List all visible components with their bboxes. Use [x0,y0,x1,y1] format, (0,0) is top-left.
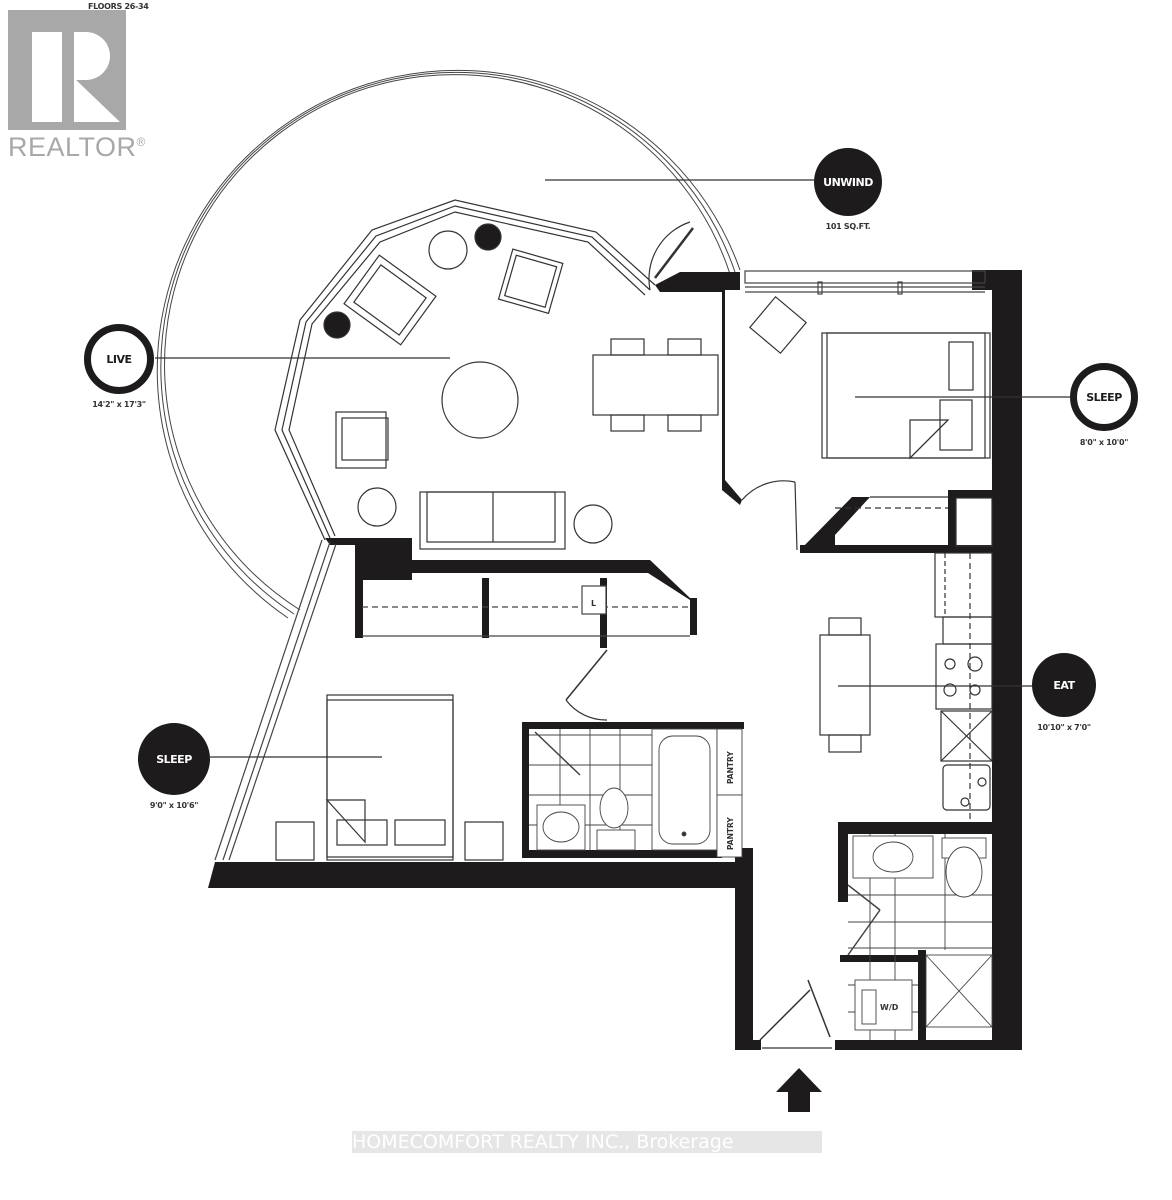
walls [208,270,1022,1050]
floors-label: FLOORS 26-34 [88,2,149,11]
kitchen [819,552,993,820]
realtor-logo[interactable]: REALTOR® [4,4,145,164]
room-dimension-sleep-second: 9'0" x 10'6" [149,801,199,810]
linen-label: L [591,599,596,608]
room-dimension-unwind: 101 SQ.FT. [825,222,871,231]
room-dimension-sleep-master: 8'0" x 10'0" [1079,438,1129,447]
living-closet [362,585,690,637]
bedroom-window-slope [214,539,337,861]
room-label-sleep-second: SLEEP [138,723,210,795]
washer-dryer-label: W/D [880,1003,899,1012]
curtain-wall [274,199,656,541]
realtor-logo-mark-icon [8,10,126,130]
pantry-label-1: PANTRY [726,751,735,784]
room-label-unwind: UNWIND [814,148,882,216]
entry-arrow-icon [776,1068,822,1112]
second-bathroom [847,834,993,1040]
second-bedroom-furniture [275,694,504,861]
main-bathroom [529,728,743,858]
brokerage-watermark: HOMECOMFORT REALTY INC., Brokerage [352,1131,822,1153]
balcony-door [648,221,694,291]
room-label-sleep-master: SLEEP [1070,363,1138,431]
living-furniture [323,223,719,550]
master-bedroom-furniture [748,295,993,547]
room-label-live: LIVE [84,324,154,394]
pantry-label-2: PANTRY [726,817,735,850]
room-dimension-eat: 10'10" x 7'0" [1037,723,1091,732]
bedroom-door [565,480,798,721]
entry-door [759,979,832,1049]
realtor-logo-text: REALTOR® [8,132,146,162]
room-dimension-live: 14'2" x 17'3" [92,400,146,409]
room-label-eat: EAT [1032,653,1096,717]
balcony-outline [156,69,741,619]
leader-lines [155,179,1070,758]
bedroom-window [744,270,986,295]
